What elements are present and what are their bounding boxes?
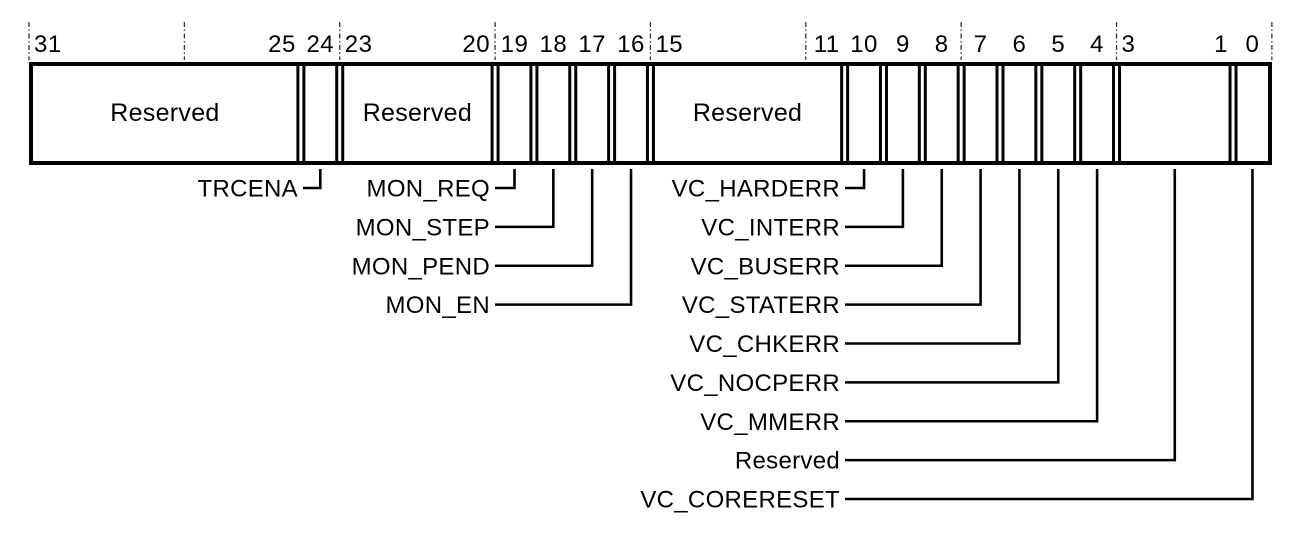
callout-connector [845,169,982,306]
callout-connector [495,169,594,268]
callout-label-vc-harderr: VC_HARDERR [672,176,840,203]
callout-label-mon-en: MON_EN [386,292,490,319]
callout-label-vc-mmerr: VC_MMERR [700,409,840,436]
callout-connector [845,169,944,268]
bit-number: 6 [1012,31,1026,58]
callout-connector [303,169,322,190]
register-box [29,62,1272,165]
callout-connector [845,169,1254,501]
callout-connector [845,169,1099,423]
bit-number: 10 [850,31,878,58]
callout-label-vc-corereset: VC_CORERESET [640,487,840,514]
bit-number: 4 [1090,31,1104,58]
bit-number: 8 [935,31,949,58]
bit-number: 17 [578,31,606,58]
bit-number: 5 [1051,31,1065,58]
bit-number: 7 [974,31,988,58]
callout-label-vc-nocperr: VC_NOCPERR [670,370,840,397]
callout-connector [845,169,1021,345]
bit-number: 0 [1246,31,1260,58]
bit-number: 18 [539,31,567,58]
field-reserved-label: Reserved [110,99,219,127]
callout-connector [845,169,1177,462]
callout-label-trcena: TRCENA [198,176,298,203]
bit-number: 11 [814,31,840,58]
callout-label-mon-pend: MON_PEND [352,253,490,280]
callout-label-reserved: Reserved [735,448,840,475]
bit-number: 3 [1122,31,1136,58]
callout-label-mon-step: MON_STEP [356,214,490,241]
callout-label-vc-staterr: VC_STATERR [682,292,840,319]
bit-number: 20 [462,31,490,58]
bit-number: 9 [896,31,910,58]
field-reserved-label: Reserved [693,99,802,127]
bit-number: 31 [34,31,62,58]
callout-connector [845,169,866,190]
callout-label-mon-req: MON_REQ [367,176,490,203]
field-reserved-label: Reserved [363,99,472,127]
bit-number: 24 [306,31,334,58]
bit-number: 23 [345,31,373,58]
bit-number: 15 [655,31,683,58]
callout-label-vc-chkerr: VC_CHKERR [689,331,840,358]
bit-number: 19 [501,31,529,58]
callout-label-vc-interr: VC_INTERR [701,214,840,241]
bit-number: 16 [617,31,645,58]
bit-number: 25 [268,31,296,58]
callout-label-vc-buserr: VC_BUSERR [691,253,840,280]
callout-connector [845,169,1060,384]
callout-connector [495,169,633,306]
callout-connector [495,169,516,190]
callout-connector [845,169,905,229]
bit-number: 1 [1214,31,1228,58]
callout-connector [495,169,555,229]
